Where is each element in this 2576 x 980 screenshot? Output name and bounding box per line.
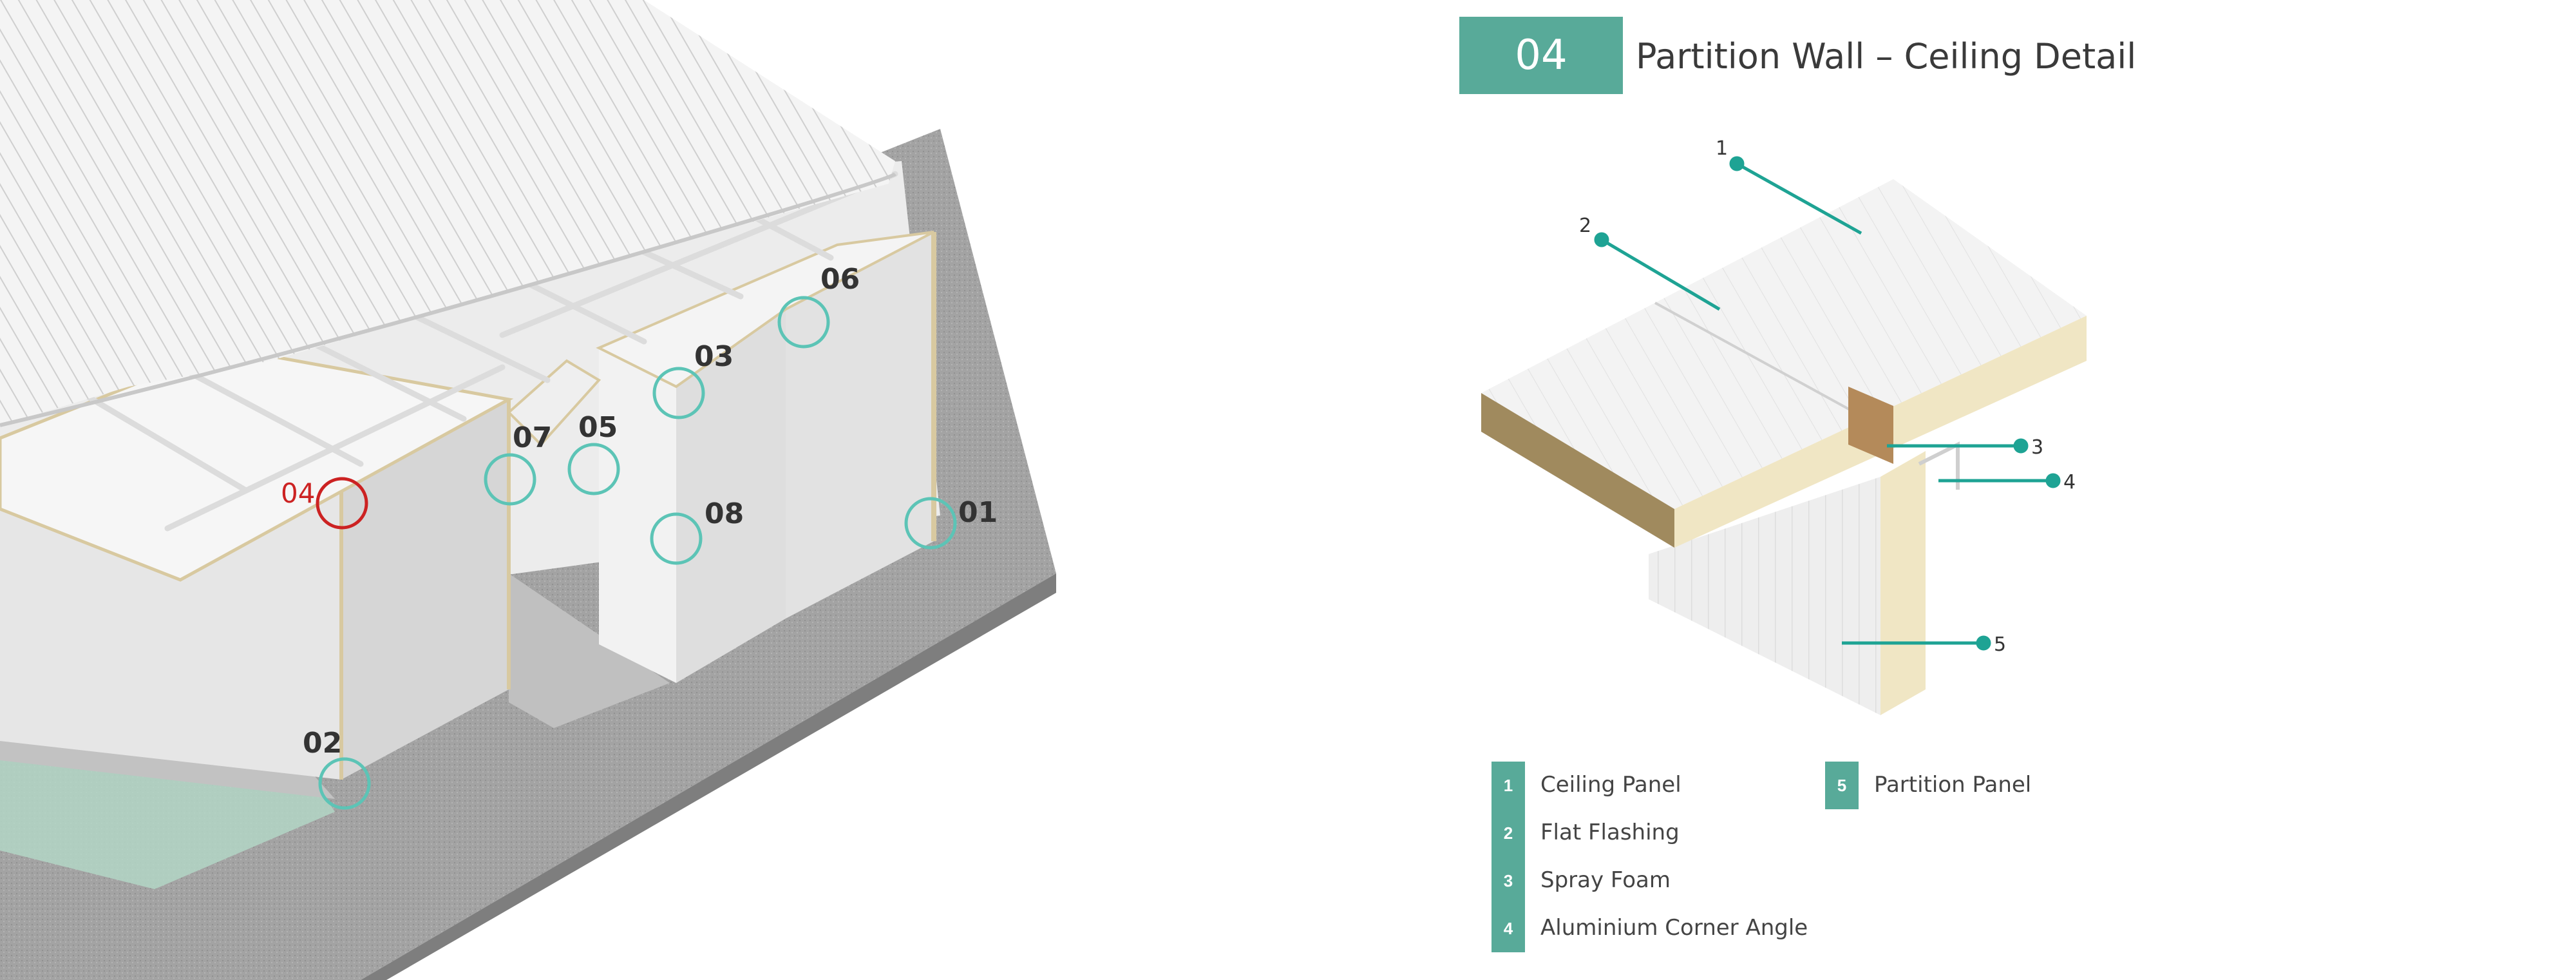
marker-label: 01 — [958, 496, 998, 529]
page-title: Partition Wall – Ceiling Detail — [1636, 36, 2137, 77]
partition-panel-foam-edge — [1880, 451, 1926, 715]
partition-wall-02 — [341, 399, 509, 780]
ceiling-panel-right — [596, 231, 934, 389]
partition-wall-left — [0, 477, 341, 780]
legend-label: Flat Flashing — [1540, 820, 1680, 845]
marker-label: 03 — [694, 340, 734, 373]
roof-rods — [61, 171, 898, 532]
marker-label: 02 — [303, 727, 342, 760]
floor-slab-edge — [361, 573, 1056, 980]
marker-03[interactable]: 03 — [652, 340, 734, 419]
legend-label: Spray Foam — [1540, 867, 1671, 893]
legend-number: 1 — [1492, 762, 1525, 809]
detail-number-badge: 04 — [1459, 17, 1623, 94]
callout-5: 5 — [1994, 633, 2006, 656]
legend-number: 2 — [1492, 809, 1525, 857]
legend-number: 4 — [1492, 905, 1525, 952]
partition-panel — [1649, 477, 1880, 715]
callout-1: 1 — [1716, 137, 1728, 160]
flat-flashing-joint — [1654, 302, 1855, 414]
marker-07[interactable]: 07 — [484, 421, 552, 506]
marker-label: 04 — [281, 477, 315, 509]
spray-foam-block — [1848, 387, 1893, 464]
building-overview: 01 02 03 04 05 06 07 08 — [0, 0, 1056, 980]
legend-label: Ceiling Panel — [1540, 772, 1681, 798]
room-floor-center — [509, 573, 670, 728]
callout-4: 4 — [2063, 471, 2076, 494]
callout-2: 2 — [1579, 215, 1591, 237]
legend-number: 3 — [1492, 857, 1525, 905]
marker-label: 07 — [513, 421, 552, 454]
partition-wall-03-front — [599, 348, 676, 683]
corrugated-roof — [0, 0, 895, 425]
marker-label: 08 — [705, 497, 744, 530]
ceiling-panel-top — [1481, 179, 2087, 509]
ceiling-panel-front-face — [1481, 393, 1674, 548]
marker-04[interactable]: 04 — [281, 477, 368, 530]
legend-label: Partition Panel — [1874, 772, 2032, 798]
callout-3: 3 — [2031, 436, 2043, 459]
marker-label: 05 — [578, 411, 618, 444]
marker-06[interactable]: 06 — [777, 263, 860, 349]
marker-05[interactable]: 05 — [567, 411, 620, 495]
legend-label: Aluminium Corner Angle — [1540, 915, 1808, 941]
marker-08[interactable]: 08 — [650, 497, 744, 565]
callout-leaders — [1594, 156, 2061, 651]
partition-wall-06 — [786, 232, 934, 619]
roof-edge — [0, 172, 897, 427]
partition-wall-03-side — [676, 309, 786, 683]
legend-number: 5 — [1825, 762, 1859, 809]
marker-label: 06 — [820, 263, 860, 296]
marker-02[interactable]: 02 — [303, 727, 371, 810]
marker-01[interactable]: 01 — [904, 496, 998, 550]
